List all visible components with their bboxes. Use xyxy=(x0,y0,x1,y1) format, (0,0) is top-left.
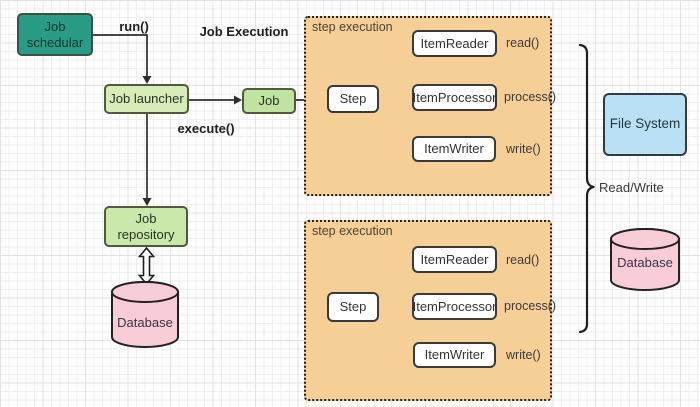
process-label-1: process() xyxy=(504,90,557,104)
read-write-label: Read/Write xyxy=(599,180,664,195)
double-arrow-repository-database xyxy=(137,246,156,286)
process-label-2: process() xyxy=(504,299,557,313)
node-item-writer-1: ItemWriter xyxy=(412,136,496,162)
step-execution-title-1: step execution xyxy=(312,20,393,34)
step-execution-title-2: step execution xyxy=(312,224,393,238)
arrowhead-run xyxy=(142,76,152,84)
run-label: run() xyxy=(119,19,149,34)
edge-run xyxy=(93,34,148,76)
node-item-writer-2: ItemWriter xyxy=(413,342,496,368)
node-step-2: Step xyxy=(327,292,379,322)
arrowhead-launcher-job xyxy=(234,95,242,105)
read-label-2: read() xyxy=(506,253,540,267)
node-job-scheduler: Job schedular xyxy=(17,13,93,56)
node-job-repository: Job repository xyxy=(104,206,188,247)
database-left-cylinder-top xyxy=(111,281,179,303)
node-item-processor-1: ItemProcessor xyxy=(412,84,497,111)
read-label-1: read() xyxy=(506,36,540,50)
node-job-launcher: Job launcher xyxy=(104,84,189,114)
node-item-processor-2: ItemProcessor xyxy=(412,293,497,320)
node-step-1: Step xyxy=(327,85,379,113)
execute-label: execute() xyxy=(177,121,235,136)
node-file-system: File System xyxy=(603,93,687,156)
write-label-2: write() xyxy=(506,348,541,362)
node-item-reader-2: ItemReader xyxy=(412,246,497,273)
read-write-brace xyxy=(578,43,595,334)
write-label-1: write() xyxy=(506,142,541,156)
page-title: Job Execution xyxy=(199,24,289,39)
node-job: Job xyxy=(242,88,296,114)
database-left-label: Database xyxy=(117,315,173,330)
database-right-cylinder-top xyxy=(610,228,680,250)
arrowhead-execute xyxy=(142,198,152,206)
database-right-label: Database xyxy=(617,255,673,270)
node-item-reader-1: ItemReader xyxy=(412,30,497,57)
